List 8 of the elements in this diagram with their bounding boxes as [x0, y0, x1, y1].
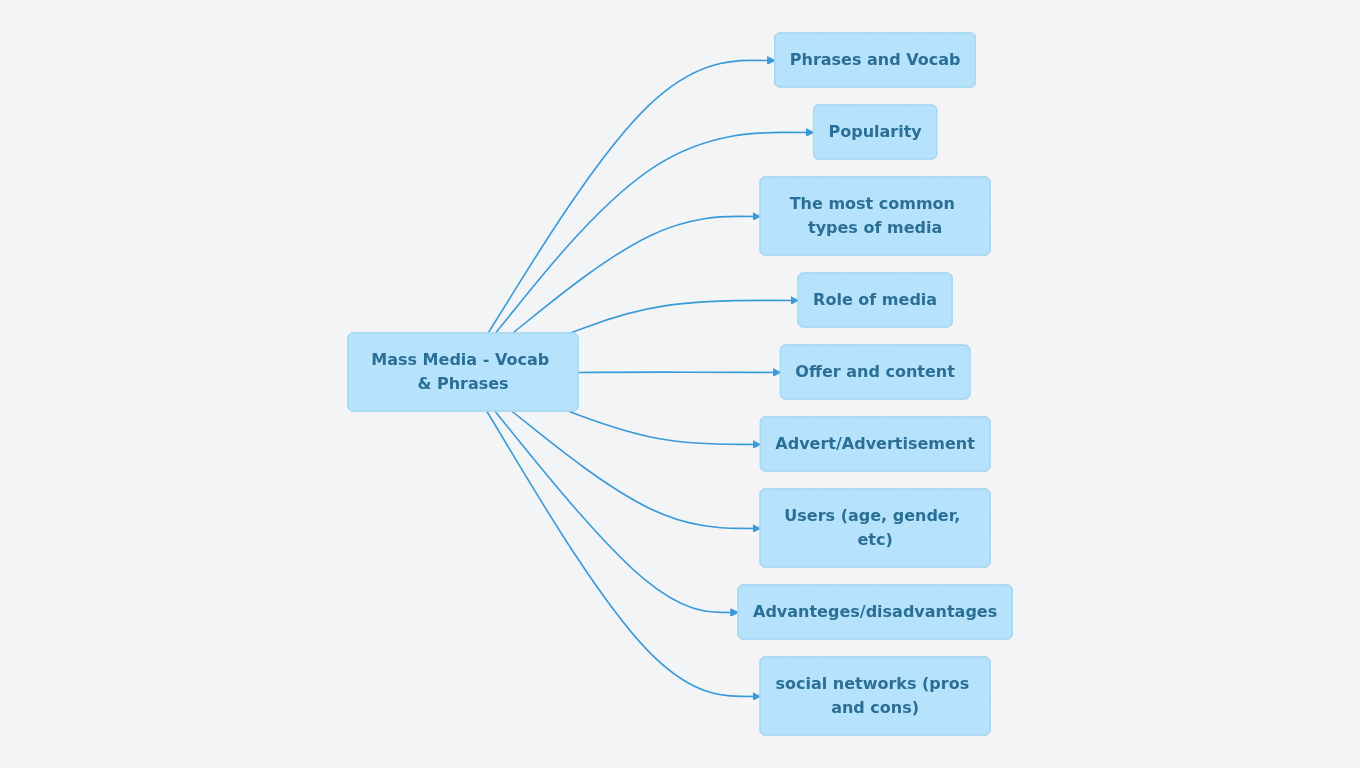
arrow — [511, 212, 761, 335]
arrow — [577, 368, 782, 377]
arrow — [486, 410, 761, 701]
arrow — [494, 410, 739, 617]
arrow — [486, 56, 776, 335]
arrow — [511, 410, 761, 533]
arrow — [494, 128, 815, 335]
arrow — [568, 410, 762, 449]
